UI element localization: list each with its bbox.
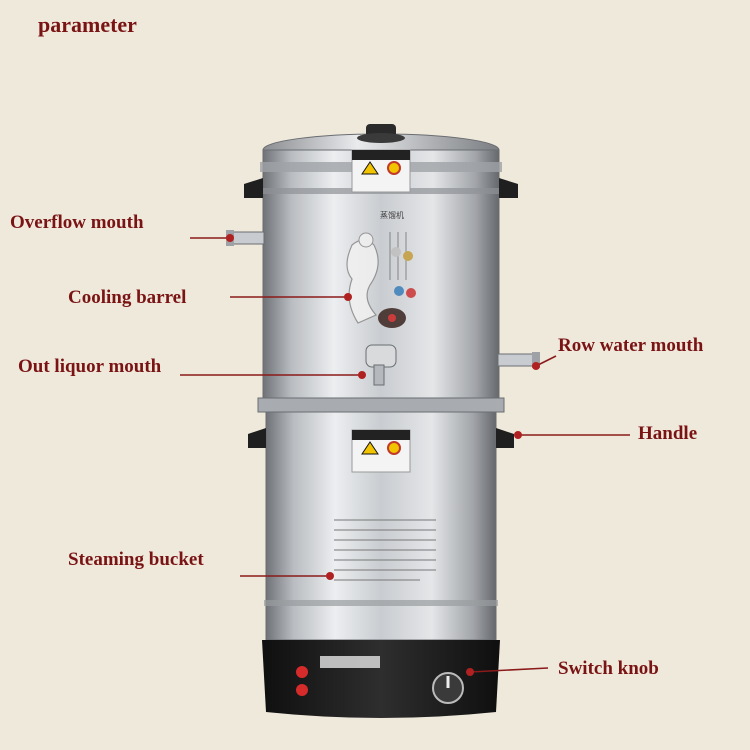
- control-base: [262, 640, 500, 718]
- label-out-liquor-mouth: Out liquor mouth: [18, 356, 162, 377]
- page-title: parameter: [38, 12, 137, 37]
- caution-triangle-icon: [361, 161, 379, 175]
- label-handle: Handle: [638, 423, 698, 444]
- caution-label-lower: [351, 429, 411, 473]
- instructions-text-block: [334, 519, 436, 581]
- out-liquor-spout: [365, 344, 397, 368]
- upper-left-handle-icon: [244, 178, 263, 198]
- upper-right-handle-icon: [499, 178, 518, 198]
- lower-right-handle-icon: [496, 428, 514, 448]
- label-row-water-mouth: Row water mouth: [558, 335, 704, 356]
- decoration-panel: [346, 232, 416, 328]
- hot-surface-icon: [387, 161, 401, 175]
- leader-dots: [226, 234, 540, 676]
- leader-lines: [180, 237, 630, 673]
- label-cooling-barrel: Cooling barrel: [68, 287, 187, 308]
- row-water-mouth-fitting: [497, 353, 535, 367]
- overflow-mouth-fitting: [231, 231, 265, 245]
- indicator-light-icon: [296, 684, 308, 696]
- caution-label-upper: [351, 149, 411, 193]
- lower-left-handle-icon: [248, 428, 266, 448]
- label-switch-knob: Switch knob: [558, 658, 659, 679]
- product-name-text: 蒸馏机: [380, 210, 404, 220]
- label-overflow-mouth: Overflow mouth: [10, 212, 144, 233]
- label-steaming-bucket: Steaming bucket: [68, 549, 204, 570]
